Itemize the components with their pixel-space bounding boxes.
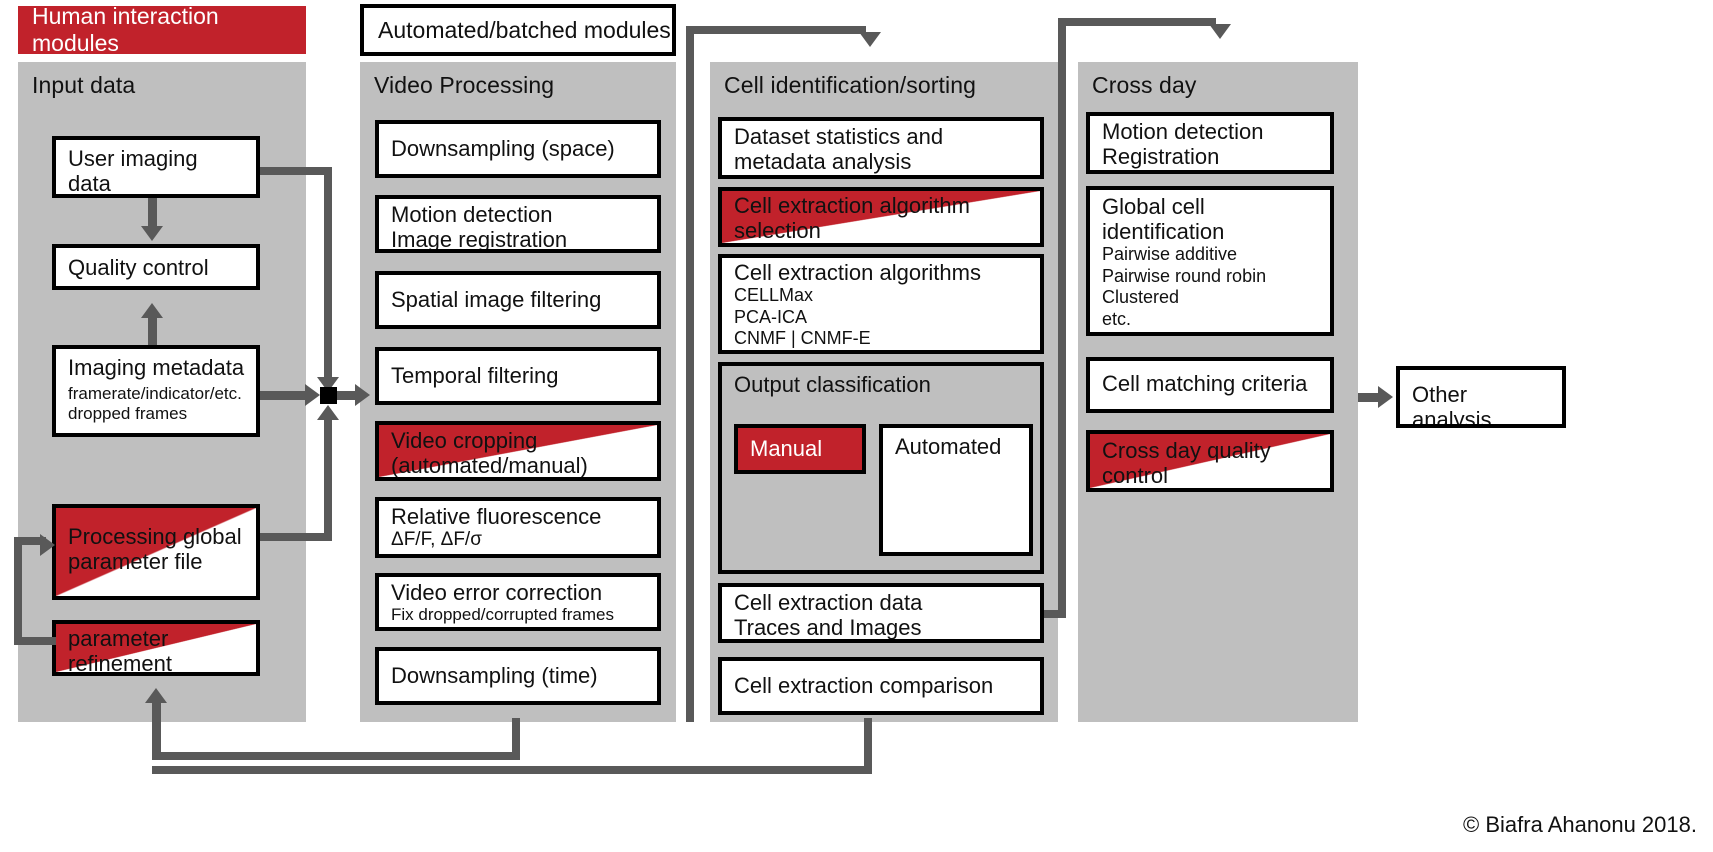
connector-user-down [324,167,332,383]
panel-title-cell-identification-sorting: Cell identification/sorting [724,72,976,98]
connector-extraction-data-right [1044,610,1064,618]
node-relative-fluorescence-sub: ΔF/F, ΔF/σ [391,529,482,551]
arrow-paramfile-into-merge [317,405,339,420]
legend-human-label: Human interaction modules [32,3,219,56]
connector-bottom-video-up [512,718,520,760]
node-dataset-statistics[interactable]: Dataset statistics and metadata analysis [718,117,1044,179]
node-video-cropping[interactable]: Video cropping (automated/manual) [375,421,661,481]
node-automated-title: Automated [895,434,1002,459]
node-parameter-refinement[interactable]: parameter refinement [52,620,260,676]
connector-top-loop-video-up [686,26,694,722]
node-cell-extraction-algorithm-selection-title: Cell extraction algorithm selection [734,193,970,244]
node-motion-detection-image-registration[interactable]: Motion detection Image registration [375,195,661,253]
node-global-cell-identification-sub: Pairwise additive Pairwise round robin C… [1102,244,1267,329]
node-video-error-correction[interactable]: Video error correction Fix dropped/corru… [375,573,661,631]
node-downsampling-time[interactable]: Downsampling (time) [375,647,661,705]
connector-crossday-to-other [1358,393,1384,402]
legend-automated-batched-modules: Automated/batched modules [360,4,676,56]
node-video-error-correction-title: Video error correction [391,580,603,605]
arrow-into-cell-identification [859,32,881,47]
node-global-cell-identification[interactable]: Global cell identification Pairwise addi… [1086,186,1334,336]
connector-merge-to-video [337,391,361,400]
connector-refine-loop-bottom [14,637,68,645]
legend-automated-label: Automated/batched modules [378,16,671,43]
legend-human-interaction-modules: Human interaction modules [18,3,306,56]
connector-paramfile-right [260,533,332,541]
node-cell-extraction-comparison-title: Cell extraction comparison [734,673,994,698]
node-parameter-refinement-title: parameter refinement [68,626,172,676]
node-global-cell-identification-title: Global cell identification [1102,194,1225,245]
node-imaging-metadata-title: Imaging metadata [68,355,245,380]
connector-return-to-refinement [152,700,161,760]
connector-bottom-return-cellid [152,766,872,774]
panel-title-input-data: Input data [32,72,136,98]
node-spatial-image-filtering[interactable]: Spatial image filtering [375,271,661,329]
panel-title-video-processing: Video Processing [374,72,555,98]
node-dataset-statistics-title: Dataset statistics and metadata analysis [734,124,944,175]
connector-metadata-to-quality [148,315,157,345]
node-processing-global-parameter-file[interactable]: Processing global parameter file [52,504,260,600]
connector-paramfile-up [324,420,332,538]
node-video-error-correction-sub: Fix dropped/corrupted frames [391,605,614,625]
node-user-imaging-data[interactable]: User imaging data (xyt or xyzt) [52,136,260,198]
connector-refine-loop-left [14,537,22,645]
node-motion-detection-registration-title: Motion detection Registration [1102,119,1264,170]
node-cell-extraction-data[interactable]: Cell extraction data Traces and Images [718,583,1044,643]
node-motion-detection-image-registration-title: Motion detection Image registration [391,202,568,253]
connector-user-to-quality [148,198,157,228]
arrow-return-to-refinement [145,688,167,703]
arrow-refine-into-paramfile [40,534,55,556]
connector-metadata-right [260,391,312,400]
node-cell-matching-criteria-title: Cell matching criteria [1102,371,1308,396]
arrow-user-to-quality [141,226,163,241]
connector-top-loop-cellid-across [1058,18,1216,26]
node-imaging-metadata-sub: framerate/indicator/etc. dropped frames [68,384,242,423]
node-automated[interactable]: Automated [879,424,1033,556]
node-motion-detection-registration[interactable]: Motion detection Registration [1086,112,1334,174]
arrow-merge-to-video [355,384,370,406]
node-other-analysis-title: Other analysis [1412,382,1492,428]
node-cell-extraction-algorithm-selection[interactable]: Cell extraction algorithm selection [718,187,1044,247]
node-spatial-image-filtering-title: Spatial image filtering [391,287,602,312]
node-cell-extraction-algorithms-title: Cell extraction algorithms [734,260,981,285]
connector-user-right [260,167,332,175]
node-relative-fluorescence[interactable]: Relative fluorescence ΔF/F, ΔF/σ [375,497,661,558]
node-cell-extraction-data-title: Cell extraction data Traces and Images [734,590,923,641]
node-temporal-filtering[interactable]: Temporal filtering [375,347,661,405]
connector-bottom-return-video [152,752,520,760]
connector-bottom-cellid-up [864,718,872,774]
node-manual-title: Manual [750,436,823,461]
node-downsampling-space[interactable]: Downsampling (space) [375,120,661,178]
node-downsampling-time-title: Downsampling (time) [391,663,598,688]
node-other-analysis[interactable]: Other analysis [1396,366,1566,428]
node-relative-fluorescence-title: Relative fluorescence [391,504,602,529]
node-cross-day-quality-control[interactable]: Cross day quality control [1086,430,1334,492]
subgroup-title-output-classification: Output classification [734,372,931,397]
connector-top-loop-cellid-up [1058,18,1066,618]
node-video-cropping-title: Video cropping (automated/manual) [391,428,588,479]
arrow-metadata-into-merge [305,384,320,406]
node-downsampling-space-title: Downsampling (space) [391,136,615,161]
node-manual[interactable]: Manual [734,424,866,474]
copyright-notice: © Biafra Ahanonu 2018. [1463,812,1697,837]
connector-refine-loop-top [14,537,46,545]
node-processing-global-parameter-file-title: Processing global parameter file [68,524,242,575]
node-cell-matching-criteria[interactable]: Cell matching criteria [1086,357,1334,413]
arrow-into-cross-day [1209,24,1231,39]
connector-top-loop-video-across [686,26,866,34]
node-quality-control-title: Quality control [68,255,209,280]
arrow-metadata-to-quality [141,303,163,318]
node-cell-extraction-algorithms[interactable]: Cell extraction algorithms CELLMax PCA-I… [718,254,1044,354]
node-user-imaging-data-title: User imaging data (xyt or xyzt) [68,146,198,197]
node-imaging-metadata[interactable]: Imaging metadata framerate/indicator/etc… [52,345,260,437]
node-cell-extraction-algorithms-sub: CELLMax PCA-ICA CNMF | CNMF-E EXTRACT | … [734,285,871,350]
node-quality-control[interactable]: Quality control [52,244,260,290]
arrow-crossday-to-other [1378,386,1393,408]
node-cross-day-quality-control-title: Cross day quality control [1102,438,1271,489]
panel-title-cross-day: Cross day [1092,72,1197,98]
merge-junction [320,387,337,404]
node-cell-extraction-comparison[interactable]: Cell extraction comparison [718,657,1044,715]
node-temporal-filtering-title: Temporal filtering [391,363,559,388]
